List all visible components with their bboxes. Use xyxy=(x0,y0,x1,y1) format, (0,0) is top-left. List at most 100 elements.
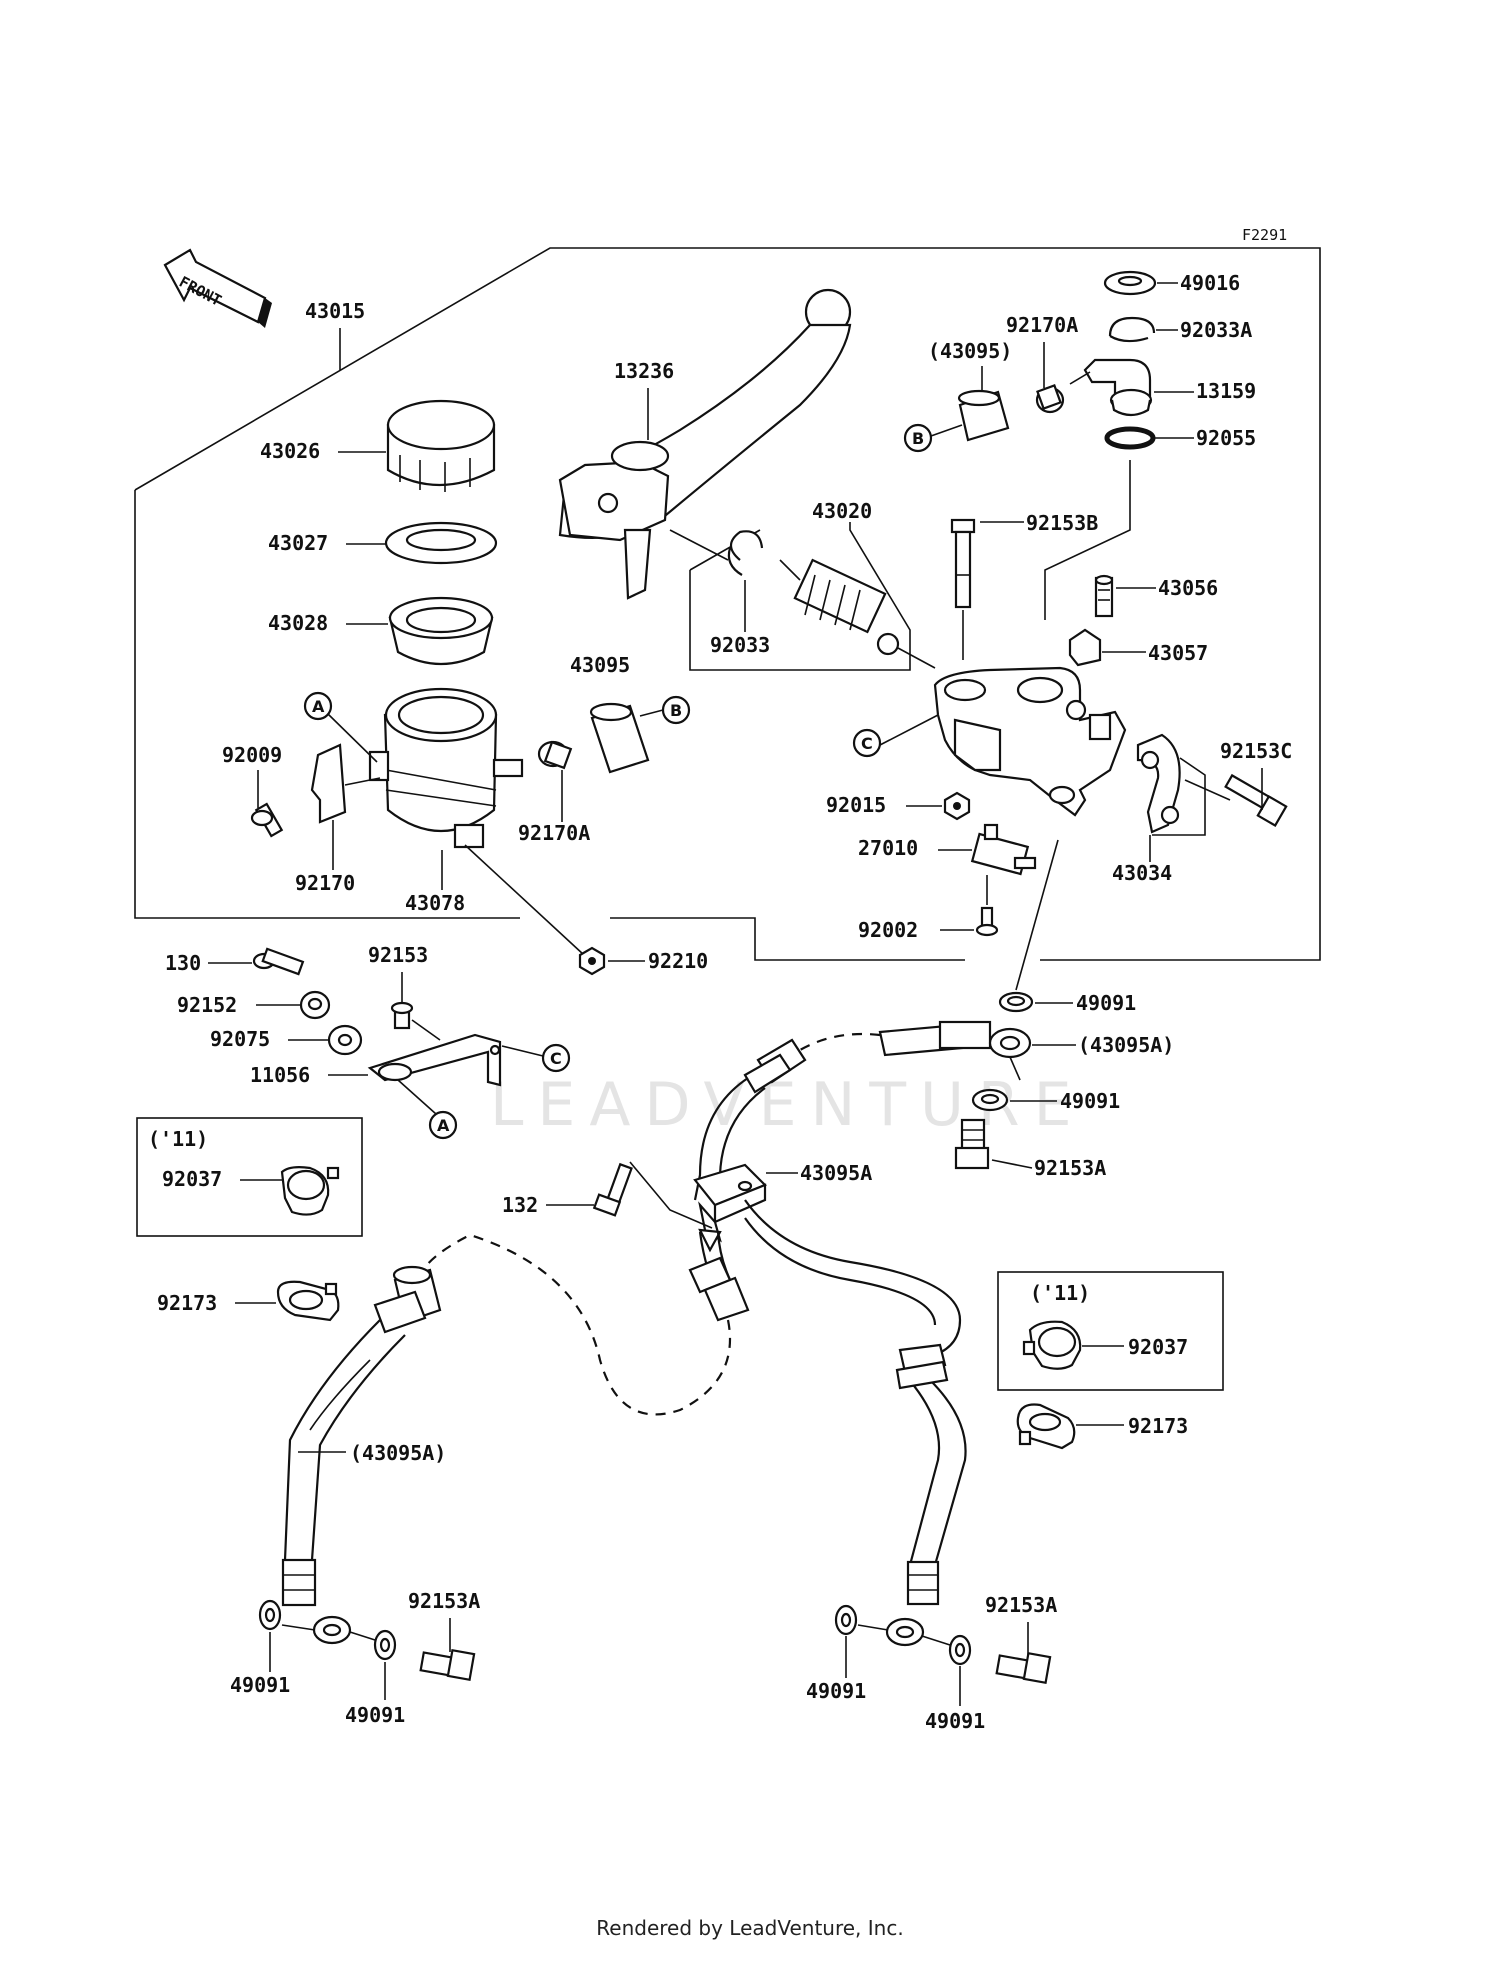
ref-circle-c-right: C xyxy=(852,728,882,758)
clamp-92037-a xyxy=(280,1166,340,1216)
label-49091-a: 49091 xyxy=(1076,991,1136,1015)
circlip-92033 xyxy=(727,530,764,576)
label-43056: 43056 xyxy=(1158,576,1218,600)
ref-letter: B xyxy=(912,429,924,448)
reservoir-diaphragm xyxy=(388,596,494,666)
label-92037-b: 92037 xyxy=(1128,1335,1188,1359)
year-box-right: ('11) 92037 xyxy=(997,1271,1224,1391)
washer-49091-f xyxy=(948,1634,972,1666)
label-92170A-top: 92170A xyxy=(1006,313,1078,337)
label-92152: 92152 xyxy=(177,993,237,1017)
bracket-11056 xyxy=(367,1033,502,1087)
banjo-bolt-92153A-b xyxy=(419,1649,476,1681)
label-130: 130 xyxy=(165,951,201,975)
nut-92210 xyxy=(578,946,606,976)
washer-49091-c xyxy=(258,1599,282,1631)
screw-92002 xyxy=(975,906,999,937)
piston-assembly xyxy=(779,558,900,656)
ref-letter: B xyxy=(670,701,682,720)
ref-letter: C xyxy=(550,1049,562,1068)
banjo-fitting-lower-left xyxy=(281,1558,352,1645)
year-box-left: ('11) 92037 xyxy=(136,1117,363,1237)
label-43095: 43095 xyxy=(570,653,630,677)
bolt-130 xyxy=(252,947,305,976)
hose-clamp-92170A-top xyxy=(1035,384,1065,414)
banjo-fitting-top xyxy=(878,1020,1032,1081)
ref-letter: A xyxy=(437,1116,450,1135)
ref-circle-a-top: A xyxy=(303,691,333,721)
reservoir-tank xyxy=(368,687,524,849)
clamp-92173-b xyxy=(1016,1403,1076,1450)
label-92170: 92170 xyxy=(295,871,355,895)
brake-switch-27010 xyxy=(970,823,1037,876)
elbow-fitting-13159 xyxy=(1069,358,1153,417)
label-92075: 92075 xyxy=(210,1027,270,1051)
label-49091-f: 49091 xyxy=(925,1709,985,1733)
label-92153C: 92153C xyxy=(1220,739,1292,763)
label-43095A-paren-b: (43095A) xyxy=(350,1441,446,1465)
circlip-92033A xyxy=(1108,316,1156,343)
label-43027: 43027 xyxy=(268,531,328,555)
bolt-132 xyxy=(592,1162,633,1217)
label-49091-d: 49091 xyxy=(345,1703,405,1727)
year-label-right: ('11) xyxy=(1030,1281,1090,1305)
label-43095-paren: (43095) xyxy=(928,339,1012,363)
washer-49091-e xyxy=(834,1604,858,1636)
label-27010: 27010 xyxy=(858,836,918,860)
label-92173-a: 92173 xyxy=(157,1291,217,1315)
label-92033A: 92033A xyxy=(1180,318,1252,342)
reservoir-bracket-92170 xyxy=(310,743,381,824)
bolt-92153B xyxy=(950,518,976,660)
year-label-left: ('11) xyxy=(148,1127,208,1151)
banjo-bolt-92153A-a xyxy=(954,1118,990,1170)
washer-49091-d xyxy=(373,1629,397,1661)
hose-fitting-upper xyxy=(743,1038,807,1094)
label-43095A-paren-a: (43095A) xyxy=(1078,1033,1174,1057)
bolt-92153 xyxy=(390,1001,414,1030)
label-92210: 92210 xyxy=(648,949,708,973)
label-13159: 13159 xyxy=(1196,379,1256,403)
label-49091-b: 49091 xyxy=(1060,1089,1120,1113)
label-92009: 92009 xyxy=(222,743,282,767)
master-cylinder-group-frame xyxy=(134,247,1321,961)
ref-circle-a-bracket: A xyxy=(428,1110,458,1140)
grommet-92075 xyxy=(327,1024,363,1056)
label-92033: 92033 xyxy=(710,633,770,657)
label-43078: 43078 xyxy=(405,891,465,915)
o-ring-92055 xyxy=(1104,426,1156,450)
reservoir-plate xyxy=(384,521,498,565)
washer-49091-a xyxy=(998,991,1034,1013)
label-43026: 43026 xyxy=(260,439,320,463)
ref-circle-b-left: B xyxy=(661,695,691,725)
ref-letter: C xyxy=(861,734,873,753)
front-arrow-icon: FRONT xyxy=(163,248,272,328)
hose-fitting-right-mid xyxy=(895,1343,949,1390)
label-43034: 43034 xyxy=(1112,861,1172,885)
label-49016: 49016 xyxy=(1180,271,1240,295)
banjo-bolt-92153A-c xyxy=(995,1652,1052,1684)
label-43057: 43057 xyxy=(1148,641,1208,665)
label-43028: 43028 xyxy=(268,611,328,635)
label-11056: 11056 xyxy=(250,1063,310,1087)
label-92153A-a: 92153A xyxy=(1034,1156,1106,1180)
ref-circle-b-right: B xyxy=(903,423,933,453)
ref-letter: A xyxy=(312,697,325,716)
hose-43095-top xyxy=(957,389,1010,442)
label-43015: 43015 xyxy=(305,299,365,323)
cap-49016 xyxy=(1103,270,1157,296)
banjo-fitting-lower-right xyxy=(885,1560,940,1647)
nut-92015 xyxy=(943,791,971,821)
ref-circle-c-bracket: C xyxy=(541,1043,571,1073)
label-92153B: 92153B xyxy=(1026,511,1098,535)
hose-fitting-left-upper xyxy=(373,1265,442,1334)
bolt-92153C xyxy=(1224,773,1288,828)
label-92002: 92002 xyxy=(858,918,918,942)
label-43020: 43020 xyxy=(812,499,872,523)
label-92153A-c: 92153A xyxy=(985,1593,1057,1617)
label-49091-c: 49091 xyxy=(230,1673,290,1697)
label-92153A-b: 92153A xyxy=(408,1589,480,1613)
reservoir-cap xyxy=(386,399,496,492)
washer-49091-b xyxy=(971,1088,1009,1112)
bleeder-43056 xyxy=(1094,574,1114,618)
